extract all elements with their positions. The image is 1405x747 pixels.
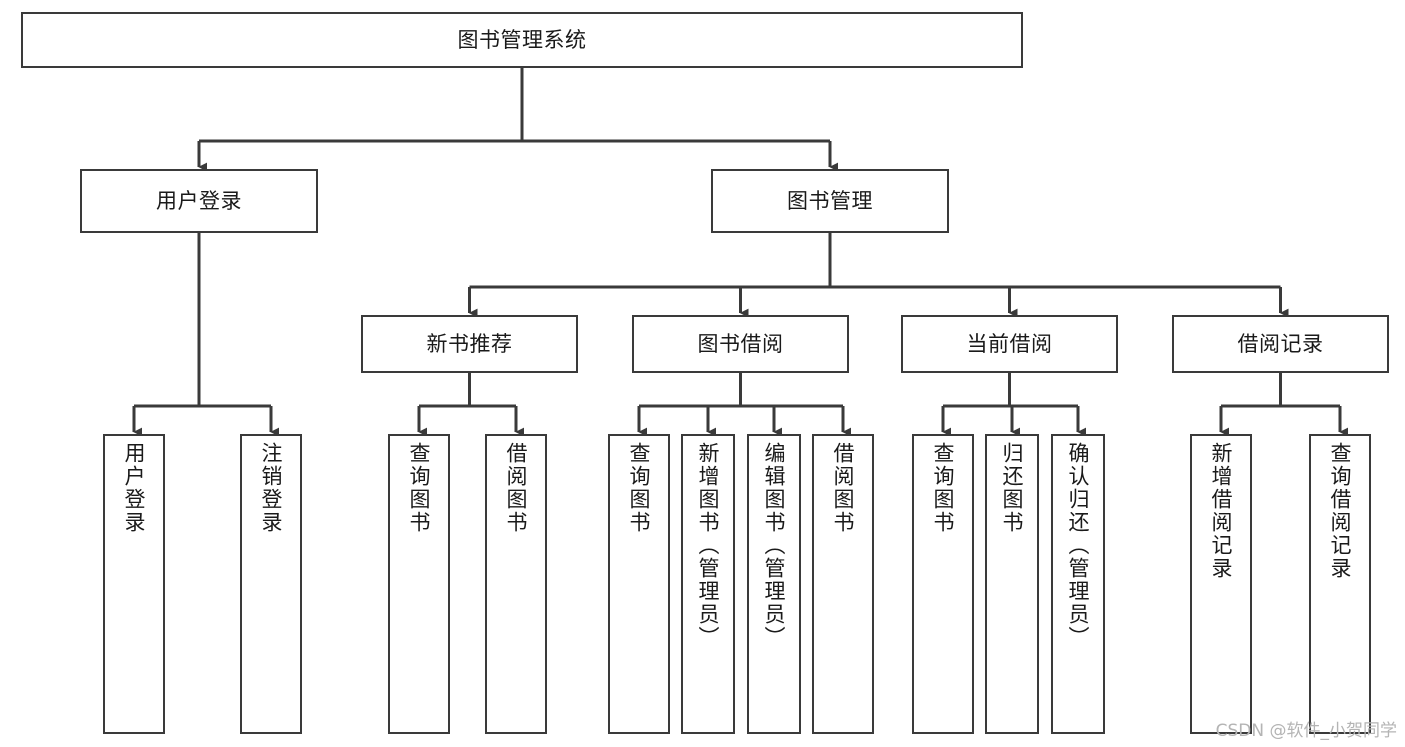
- node-label-leaf-query-book-borrow: 查询图书: [627, 442, 652, 534]
- node-leaf-add-borrow-record[interactable]: 新增借阅记录: [1190, 434, 1252, 734]
- node-leaf-confirm-return-admin[interactable]: 确认归还（管理员）: [1051, 434, 1105, 734]
- node-leaf-return-book[interactable]: 归还图书: [985, 434, 1039, 734]
- node-label-leaf-borrow-book-rec: 借阅图书: [504, 442, 529, 534]
- node-leaf-edit-book-admin[interactable]: 编辑图书（管理员）: [747, 434, 801, 734]
- node-book-manage[interactable]: 图书管理: [711, 169, 949, 233]
- node-label-leaf-return-book: 归还图书: [1000, 442, 1025, 534]
- node-new-book-recommend[interactable]: 新书推荐: [361, 315, 578, 373]
- node-leaf-query-book-current[interactable]: 查询图书: [912, 434, 974, 734]
- node-label-leaf-confirm-return-admin: 确认归还（管理员）: [1066, 442, 1091, 649]
- node-leaf-user-logout[interactable]: 注销登录: [240, 434, 302, 734]
- watermark-text: CSDN @软件_小贺同学: [1215, 721, 1397, 741]
- node-user-login[interactable]: 用户登录: [80, 169, 318, 233]
- node-label-borrow-record: 借阅记录: [1237, 331, 1324, 356]
- node-leaf-query-borrow-record[interactable]: 查询借阅记录: [1309, 434, 1371, 734]
- node-label-leaf-query-borrow-record: 查询借阅记录: [1328, 442, 1353, 580]
- node-leaf-borrow-book[interactable]: 借阅图书: [812, 434, 874, 734]
- node-label-leaf-add-borrow-record: 新增借阅记录: [1209, 442, 1234, 580]
- node-root[interactable]: 图书管理系统: [21, 12, 1023, 68]
- node-borrow-record[interactable]: 借阅记录: [1172, 315, 1389, 373]
- node-current-borrow[interactable]: 当前借阅: [901, 315, 1118, 373]
- node-leaf-query-book-rec[interactable]: 查询图书: [388, 434, 450, 734]
- node-label-leaf-user-logout: 注销登录: [259, 442, 284, 534]
- node-label-current-borrow: 当前借阅: [966, 331, 1053, 356]
- node-label-new-book-recommend: 新书推荐: [426, 331, 513, 356]
- node-label-leaf-query-book-current: 查询图书: [931, 442, 956, 534]
- node-leaf-add-book-admin[interactable]: 新增图书（管理员）: [681, 434, 735, 734]
- node-leaf-query-book-borrow[interactable]: 查询图书: [608, 434, 670, 734]
- node-leaf-user-login[interactable]: 用户登录: [103, 434, 165, 734]
- node-label-leaf-edit-book-admin: 编辑图书（管理员）: [762, 442, 787, 649]
- node-label-book-borrow: 图书借阅: [697, 331, 784, 356]
- node-book-borrow[interactable]: 图书借阅: [632, 315, 849, 373]
- node-label-root: 图书管理系统: [457, 27, 587, 52]
- node-label-leaf-user-login: 用户登录: [122, 442, 147, 534]
- node-label-user-login: 用户登录: [156, 188, 242, 213]
- node-label-leaf-query-book-rec: 查询图书: [407, 442, 432, 534]
- node-label-book-manage: 图书管理: [787, 188, 873, 213]
- node-label-leaf-borrow-book: 借阅图书: [831, 442, 856, 534]
- node-leaf-borrow-book-rec[interactable]: 借阅图书: [485, 434, 547, 734]
- node-label-leaf-add-book-admin: 新增图书（管理员）: [696, 442, 721, 649]
